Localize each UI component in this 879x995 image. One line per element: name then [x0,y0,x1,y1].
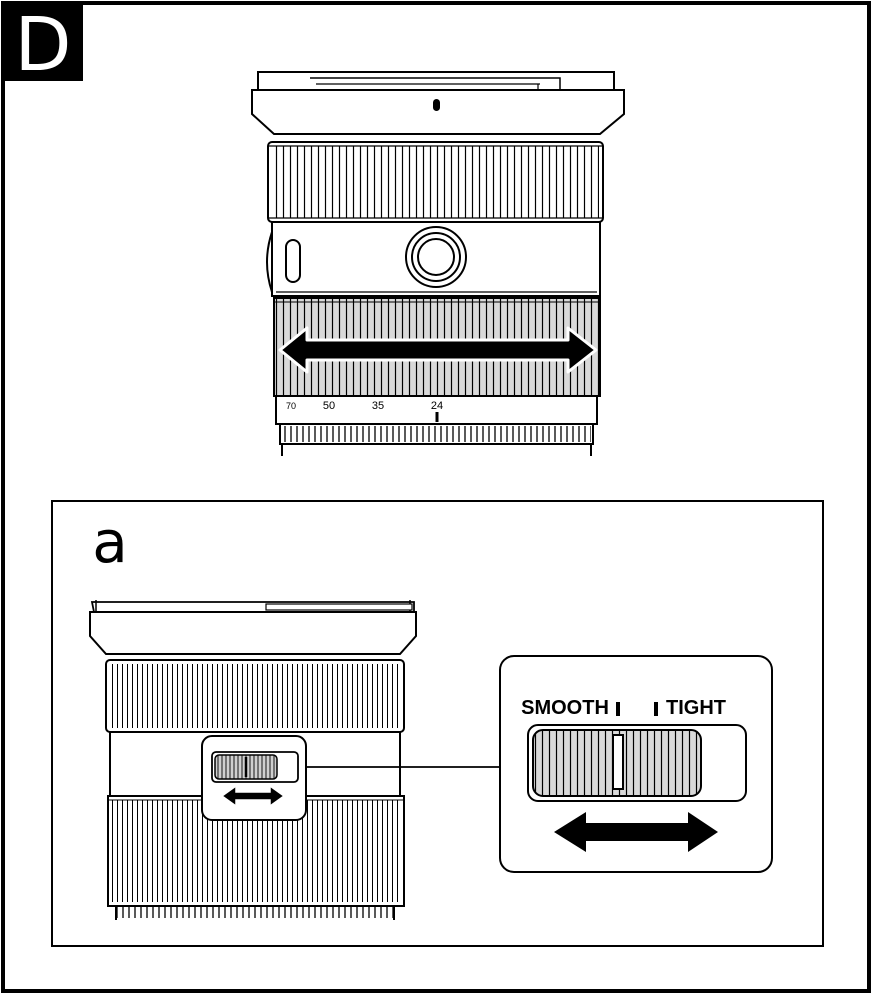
lens-inset [89,600,417,920]
double-arrow-icon [278,326,598,374]
lens-top [251,71,625,456]
focal-mark-35: 35 [372,400,384,412]
panel-letter: D [15,2,72,88]
panel-label-d: D [3,2,83,88]
switch-label-tight: TIGHT [666,697,726,719]
focal-scale: 70 50 35 24 [286,400,443,412]
focal-mark-70: 70 [286,401,296,411]
zoom-torque-switch-icon: SMOOTH TIGHT [499,655,773,873]
switch-highlight [201,735,307,821]
inset-letter: a [92,508,128,576]
focal-mark-50: 50 [323,400,335,412]
inset-box [51,500,824,947]
switch-label-smooth: SMOOTH [521,697,609,719]
focal-mark-24: 24 [431,400,443,412]
